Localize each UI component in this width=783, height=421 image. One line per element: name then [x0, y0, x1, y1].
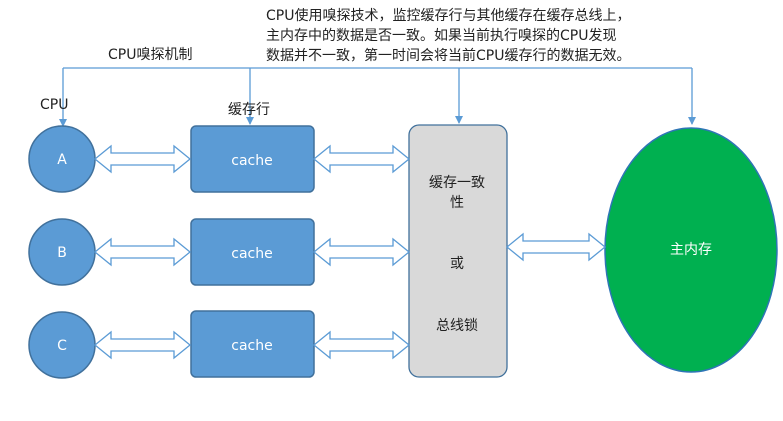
cache-box-2-label: cache — [231, 246, 272, 262]
arrow-cache-1-coherence — [312, 144, 411, 174]
arrow-cache-2-coherence — [312, 237, 411, 267]
coherence-or: 或 — [450, 256, 464, 272]
arrow-cpu-b-cache-2 — [93, 237, 192, 267]
arrow-cpu-c-cache-3 — [93, 330, 192, 360]
main-memory: 主内存 — [604, 127, 778, 373]
cache-box-1-label: cache — [231, 153, 272, 169]
cpu-a-label: A — [57, 152, 67, 168]
arrow-cpu-a-cache-1 — [93, 144, 192, 174]
cpu-c: C — [28, 311, 96, 379]
arrow-coherence-memory — [505, 232, 607, 262]
description-line-3: 数据并不一致，第一时间会将当前CPU缓存行的数据无效。 — [266, 48, 631, 64]
cpu-a: A — [28, 125, 96, 193]
cpu-snoop-label: CPU嗅探机制 — [108, 47, 193, 63]
coherence-line-1: 缓存一致 — [429, 175, 485, 191]
coherence-line-2: 性 — [450, 195, 464, 211]
cache-box-3: cache — [190, 310, 315, 378]
cache-box-2: cache — [190, 218, 315, 286]
cpu-c-label: C — [57, 338, 67, 354]
cpu-column-label: CPU — [40, 97, 69, 113]
cache-box-1: cache — [190, 125, 315, 193]
description-line-2: 主内存中的数据是否一致。如果当前执行嗅探的CPU发现 — [266, 28, 617, 44]
cpu-b: B — [28, 218, 96, 286]
main-memory-label: 主内存 — [670, 242, 712, 258]
snoop-connector-lines — [59, 67, 696, 127]
coherence-bus-lock: 总线锁 — [436, 318, 478, 334]
cache-box-3-label: cache — [231, 338, 272, 354]
coherence-box: 缓存一致 性 或 总线锁 — [408, 124, 508, 378]
cpu-b-label: B — [57, 245, 67, 261]
cache-line-label: 缓存行 — [228, 102, 270, 118]
snoop-description: CPU使用嗅探技术，监控缓存行与其他缓存在缓存总线上， 主内存中的数据是否一致。… — [266, 6, 630, 66]
arrow-cache-3-coherence — [312, 330, 411, 360]
description-line-1: CPU使用嗅探技术，监控缓存行与其他缓存在缓存总线上， — [266, 8, 631, 24]
bidirectional-arrows — [93, 144, 607, 360]
